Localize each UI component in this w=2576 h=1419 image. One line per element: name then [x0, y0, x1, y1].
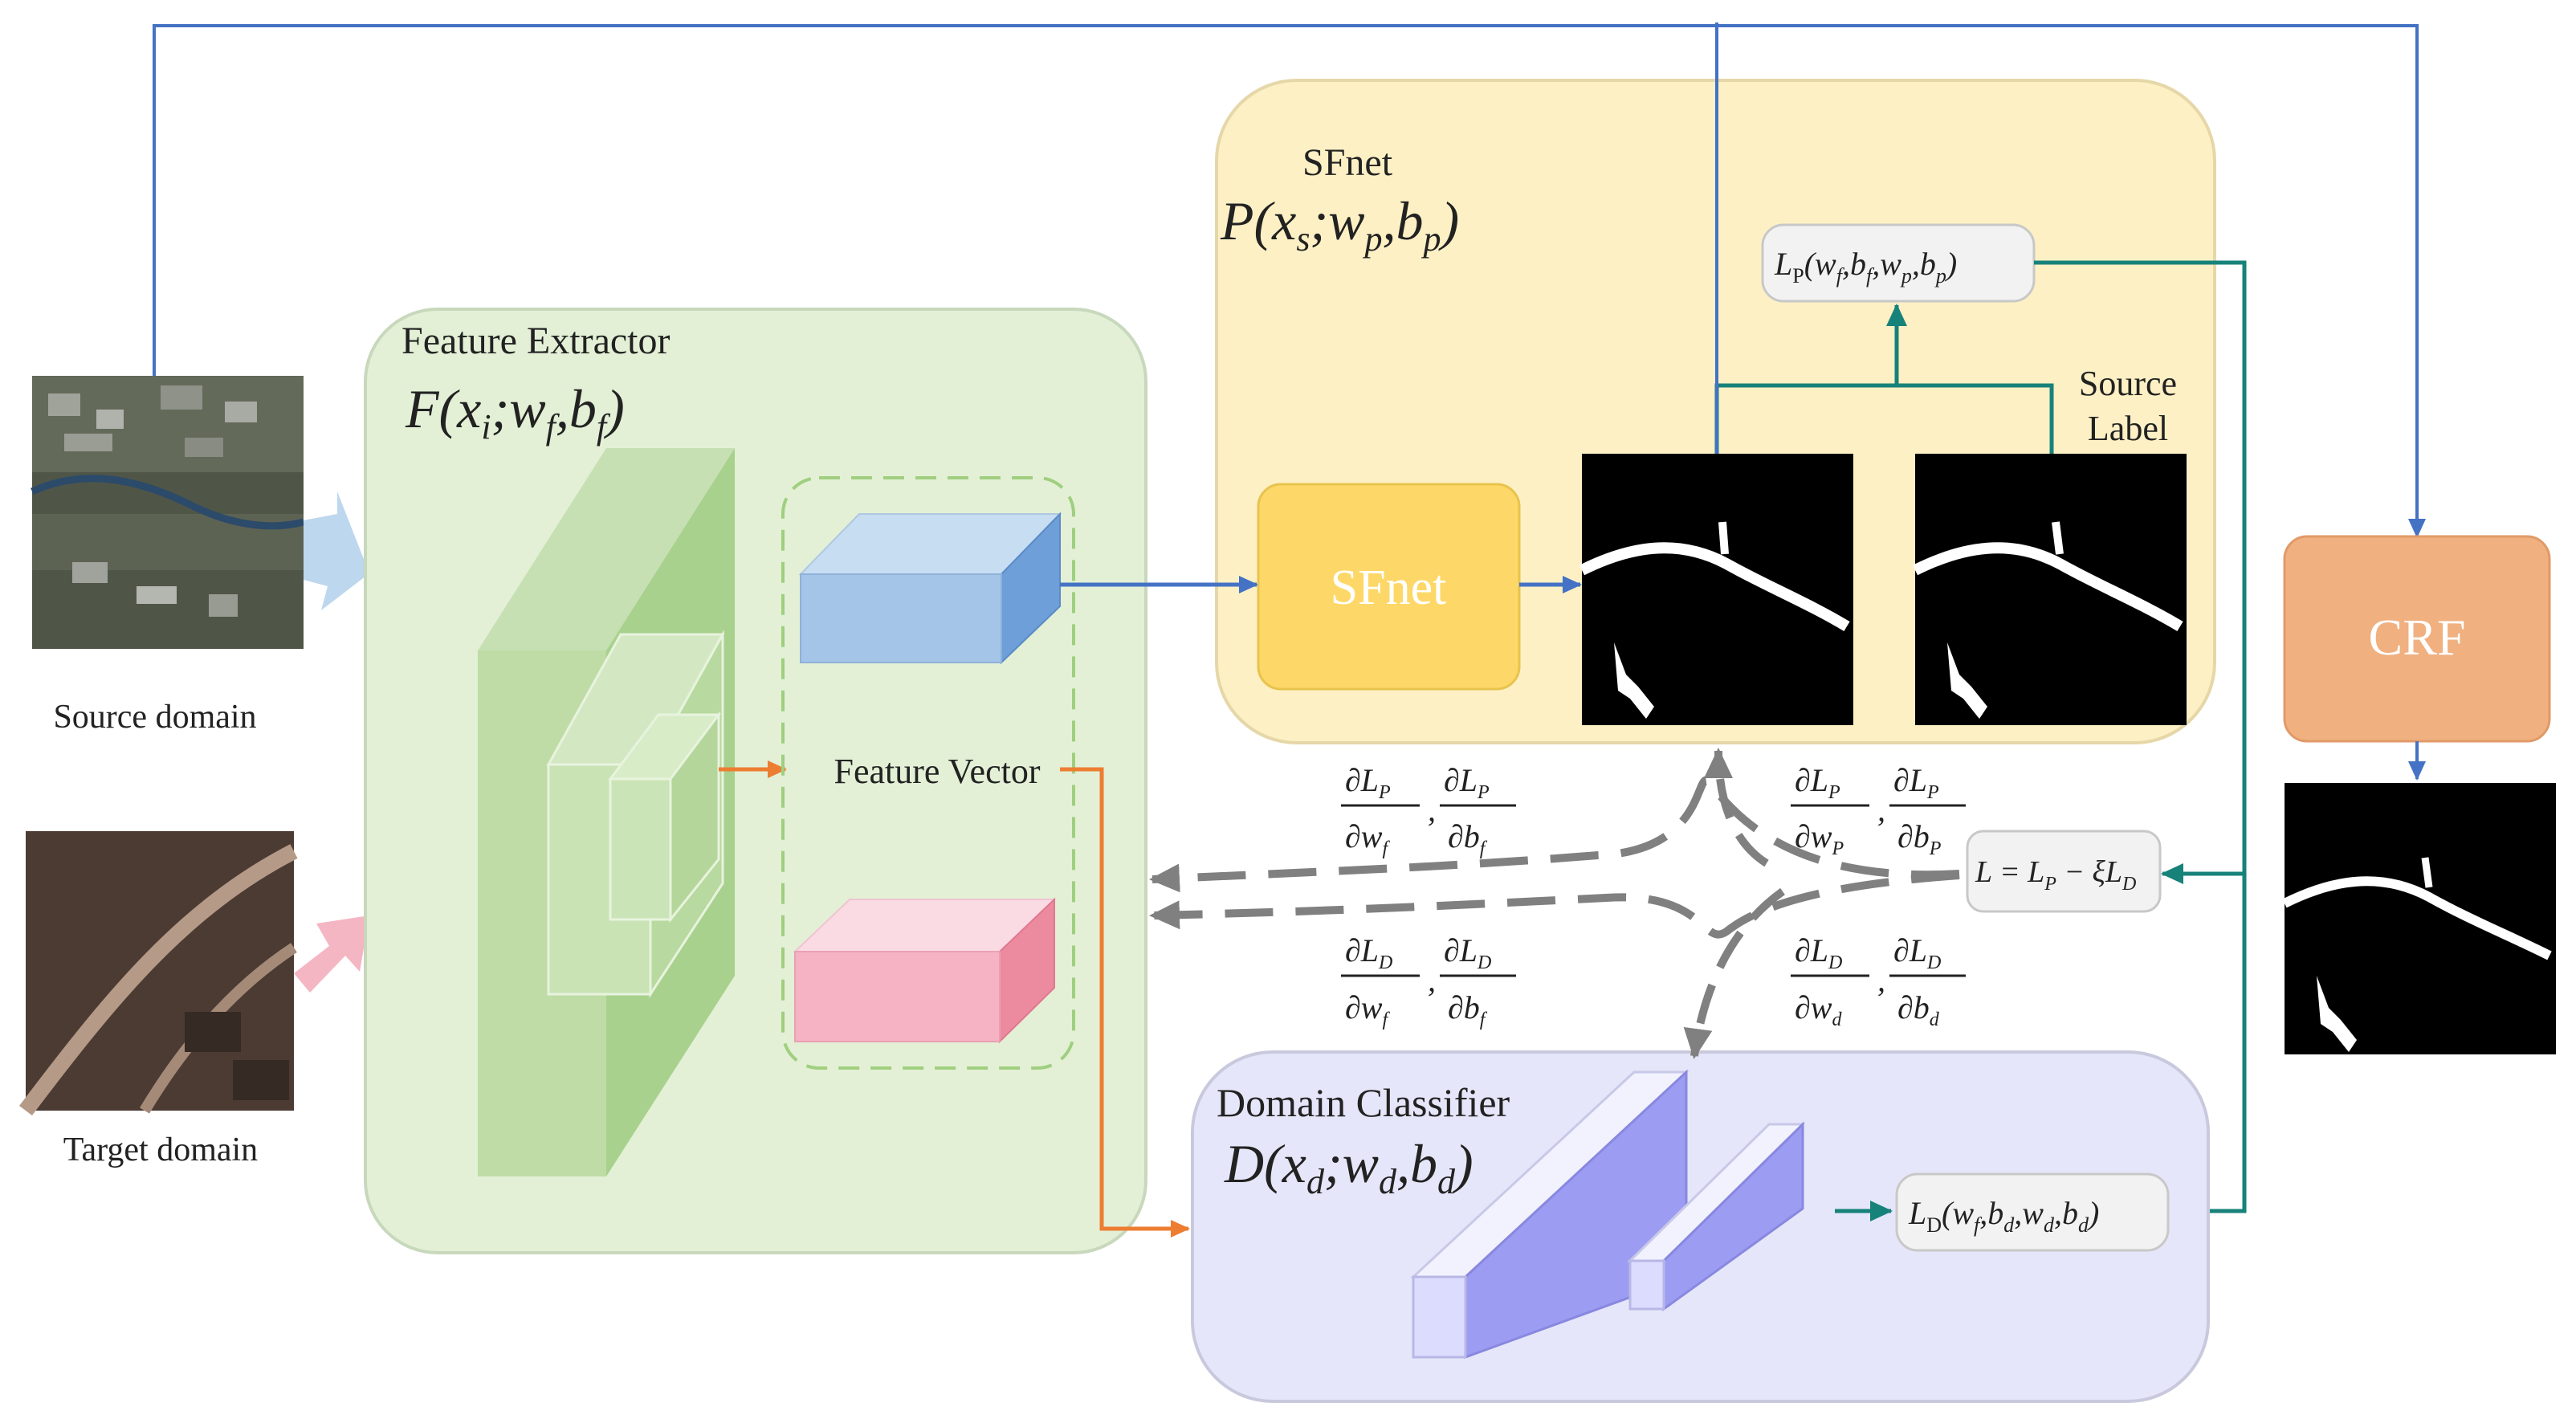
source-label-line1: Source [2079, 364, 2177, 403]
svg-text:,: , [1428, 792, 1436, 828]
target-domain-label: Target domain [63, 1132, 258, 1168]
target-input-arrow [294, 915, 369, 993]
svg-text:∂LP: ∂LP [1893, 762, 1939, 803]
source-label-mask-image [1912, 454, 2187, 725]
svg-text:,: , [1428, 962, 1436, 998]
svg-text:∂wd: ∂wd [1795, 989, 1842, 1030]
svg-text:∂LD: ∂LD [1345, 932, 1392, 973]
svg-text:P(xs;wp,bp): P(xs;wp,bp) [1220, 190, 1459, 259]
gradient-right-p: ∂LP ∂wP , ∂LP ∂bP [1791, 762, 1966, 859]
svg-text:∂wP: ∂wP [1795, 818, 1844, 859]
prediction-mask-image [1579, 454, 1853, 725]
svg-text:∂wf: ∂wf [1345, 989, 1390, 1030]
total-loss-box [1966, 830, 2162, 913]
svg-text:∂bP: ∂bP [1897, 818, 1942, 859]
classifier-layer-small [1627, 1121, 1806, 1311]
svg-text:∂LP: ∂LP [1795, 762, 1840, 803]
ld-loss-box [1895, 1172, 2170, 1252]
svg-text:∂wf: ∂wf [1345, 818, 1390, 859]
gradient-left-d: ∂LD ∂wf , ∂LD ∂bf [1341, 932, 1516, 1030]
svg-text:∂LP: ∂LP [1345, 762, 1391, 803]
svg-text:LP(wf,bf,wp,bp): LP(wf,bf,wp,bp) [1774, 246, 1957, 287]
target-domain-image [19, 831, 298, 1116]
gradient-arrow-to-classifier [1683, 887, 1785, 1059]
source-label-line2: Label [2088, 409, 2168, 448]
svg-text:∂LD: ∂LD [1893, 932, 1941, 973]
svg-text:∂LD: ∂LD [1444, 932, 1491, 973]
pink-feature-block [793, 897, 1057, 1044]
feature-extractor-title: Feature Extractor [401, 320, 670, 362]
svg-text:∂bf: ∂bf [1448, 989, 1488, 1030]
sfnet-title: SFnet [1302, 141, 1393, 184]
gradient-arrow-upper [1149, 776, 1960, 893]
gradient-arrow-to-sfnet [1704, 748, 1769, 867]
gradient-left-p: ∂LP ∂wf , ∂LP ∂bf [1341, 762, 1516, 859]
svg-text:,: , [1877, 792, 1885, 828]
svg-text:∂LD: ∂LD [1795, 932, 1842, 973]
gradient-right-d: ∂LD ∂wd , ∂LD ∂bd [1791, 932, 1966, 1030]
source-domain-label: Source domain [53, 699, 256, 736]
svg-text:∂bd: ∂bd [1897, 989, 1940, 1030]
sfnet-block-label: SFnet [1331, 561, 1447, 615]
gradient-arrow-lower [1149, 871, 1960, 939]
sfnet-function: P(xs;wp,bp) [1220, 190, 1459, 259]
domain-classifier-function: D(xd;wd,bd) [1224, 1133, 1473, 1201]
source-to-crf-line [153, 24, 2426, 538]
svg-text:D(xd;wd,bd): D(xd;wd,bd) [1224, 1133, 1473, 1201]
svg-text:F(xi;wf,bf): F(xi;wf,bf) [405, 378, 625, 446]
cnn-layers-icon [478, 448, 735, 1176]
feature-vector-region [781, 476, 1075, 1070]
feature-to-classifier-arrow [1060, 767, 1190, 1238]
blue-feature-block [798, 512, 1062, 665]
feature-vector-label: Feature Vector [834, 752, 1041, 791]
svg-text:∂LP: ∂LP [1444, 762, 1490, 803]
crf-output-mask-image [2282, 783, 2556, 1054]
source-input-arrow [304, 491, 369, 610]
feature-extractor-function: F(xi;wf,bf) [405, 378, 625, 446]
lp-loss-formula: LP(wf,bf,wp,bp) [1774, 246, 1957, 287]
crf-label: CRF [2369, 609, 2466, 666]
svg-text:,: , [1877, 962, 1885, 998]
source-domain-image [31, 376, 305, 649]
svg-text:∂bf: ∂bf [1448, 818, 1488, 859]
domain-classifier-title: Domain Classifier [1217, 1080, 1510, 1125]
